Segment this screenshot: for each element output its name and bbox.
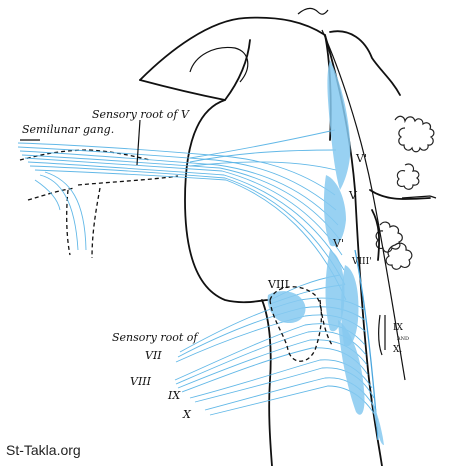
watermark: St-Takla.org [6,442,81,458]
nucleus-v-prime-lower: V' [332,237,344,250]
cerebellum-folia [329,30,437,270]
nucleus-viii-center: VIII [267,278,289,291]
nucleus-v: V [348,189,358,202]
trigeminal-fibers [17,129,347,301]
semilunar-ganglion [19,139,179,259]
nucleus-viii-right: VIII' [351,257,372,267]
nucleus-ix-top: IX [393,323,404,333]
label-sensory-root-v: Sensory root of V [92,108,190,121]
text-labels: Sensory root of V Semilunar gang. Sensor… [6,108,409,458]
label-vii: VII [145,349,162,362]
nucleus-v-prime-upper: V' [355,152,367,165]
label-semilunar-gang: Semilunar gang. [22,123,114,136]
dashed-nucleus-outlines [269,286,333,362]
label-sensory-root-of: Sensory root of [112,331,199,344]
label-x: X [182,408,192,421]
nucleus-x-bottom: X. [393,345,402,355]
label-viii: VIII [130,375,152,388]
leader-lines [136,119,386,356]
label-ix: IX [167,389,181,402]
nuclei-regions [267,60,384,445]
nucleus-and: AND [396,336,409,342]
